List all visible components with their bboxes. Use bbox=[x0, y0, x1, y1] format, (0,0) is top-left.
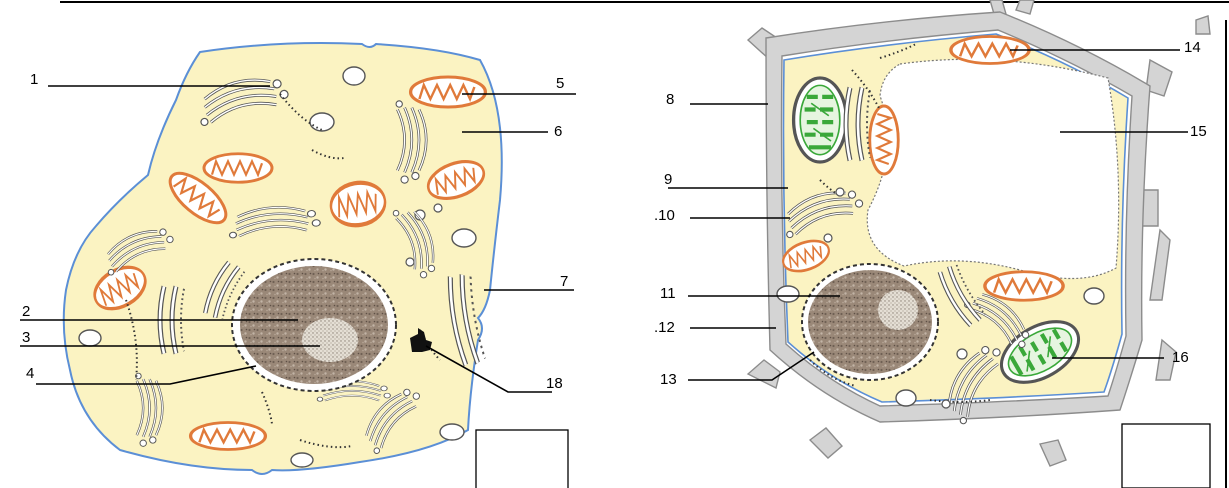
label-9: 9 bbox=[664, 171, 672, 188]
vesicle bbox=[343, 67, 365, 85]
label-8: 8 bbox=[666, 91, 674, 108]
animal-cell bbox=[64, 43, 502, 474]
label-16: 16 bbox=[1172, 349, 1189, 366]
vesicle bbox=[777, 286, 799, 302]
label-14: 14 bbox=[1184, 39, 1201, 56]
nucleolus bbox=[302, 318, 358, 362]
mitochondrion bbox=[985, 272, 1063, 301]
plant-cell bbox=[748, 0, 1210, 466]
mitochondrion bbox=[411, 77, 486, 107]
chloroplast bbox=[794, 78, 847, 162]
mitochondrion bbox=[204, 154, 272, 183]
vesicle bbox=[836, 188, 844, 196]
vesicle bbox=[942, 400, 950, 408]
answer-box-plant[interactable] bbox=[1122, 424, 1210, 488]
label-6: 6 bbox=[554, 123, 562, 140]
vesicle bbox=[957, 349, 967, 359]
vesicle bbox=[1084, 288, 1104, 304]
label-15: 15 bbox=[1190, 123, 1207, 140]
central-vacuole bbox=[867, 59, 1118, 278]
mitochondrion bbox=[191, 423, 266, 450]
vesicle bbox=[406, 258, 414, 266]
label-3: 3 bbox=[22, 329, 30, 346]
animal-nucleus bbox=[232, 259, 396, 391]
vesicle bbox=[824, 234, 832, 242]
vesicle bbox=[896, 390, 916, 406]
vesicle bbox=[452, 229, 476, 247]
label-18: 18 bbox=[546, 375, 563, 392]
label-4: 4 bbox=[26, 365, 34, 382]
nucleolus bbox=[878, 290, 918, 330]
answer-box-animal[interactable] bbox=[476, 430, 568, 488]
label-7: 7 bbox=[560, 273, 568, 290]
vesicle bbox=[291, 453, 313, 467]
vesicle bbox=[79, 330, 101, 346]
plant-nucleus bbox=[802, 264, 938, 380]
vesicle bbox=[440, 424, 464, 440]
label-11: 11 bbox=[660, 285, 676, 302]
label-5: 5 bbox=[556, 75, 564, 92]
label-13: 13 bbox=[660, 371, 677, 388]
label-10: .10 bbox=[654, 207, 675, 224]
vesicle bbox=[434, 204, 442, 212]
label-2: 2 bbox=[22, 303, 30, 320]
mitochondrion bbox=[870, 106, 899, 174]
vesicle bbox=[310, 113, 334, 131]
label-12: .12 bbox=[654, 319, 675, 336]
label-1: 1 bbox=[30, 71, 38, 88]
